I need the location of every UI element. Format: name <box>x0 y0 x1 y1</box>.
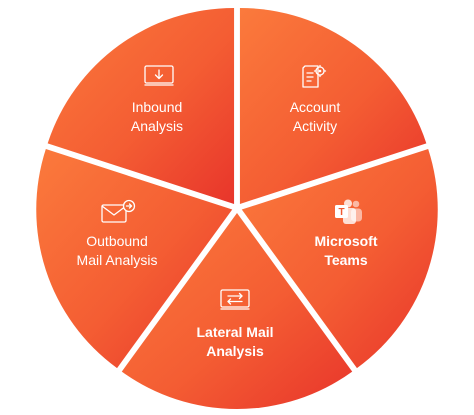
outbound-label-line2: Mail Analysis <box>77 252 158 268</box>
segment-microsoft-teams <box>241 148 438 369</box>
inbound-label-line1: Inbound <box>132 99 183 115</box>
lateral-transfer-icon <box>220 289 250 310</box>
inbox-download-icon <box>144 65 174 86</box>
segment-outbound-mail-analysis <box>36 148 233 369</box>
segment-inbound-analysis <box>47 7 235 204</box>
svg-text:T: T <box>338 207 344 218</box>
lateral-label-line1: Lateral Mail <box>196 324 273 340</box>
segment-lateral-mail-analysis <box>121 213 353 410</box>
document-settings-icon <box>302 64 327 88</box>
segment-account-activity <box>239 7 427 204</box>
teams-label-line1: Microsoft <box>315 233 378 249</box>
lateral-label-line2: Analysis <box>206 343 264 359</box>
account-label-line2: Activity <box>293 118 337 134</box>
teams-label-line2: Teams <box>324 252 368 268</box>
inbound-icon-group <box>144 65 174 86</box>
outbound-mail-icon <box>101 199 136 223</box>
outbound-label-line1: Outbound <box>86 233 148 249</box>
inbound-label-line2: Analysis <box>131 118 183 134</box>
microsoft-teams-icon: T <box>335 199 362 224</box>
account-label-line1: Account <box>290 99 341 115</box>
